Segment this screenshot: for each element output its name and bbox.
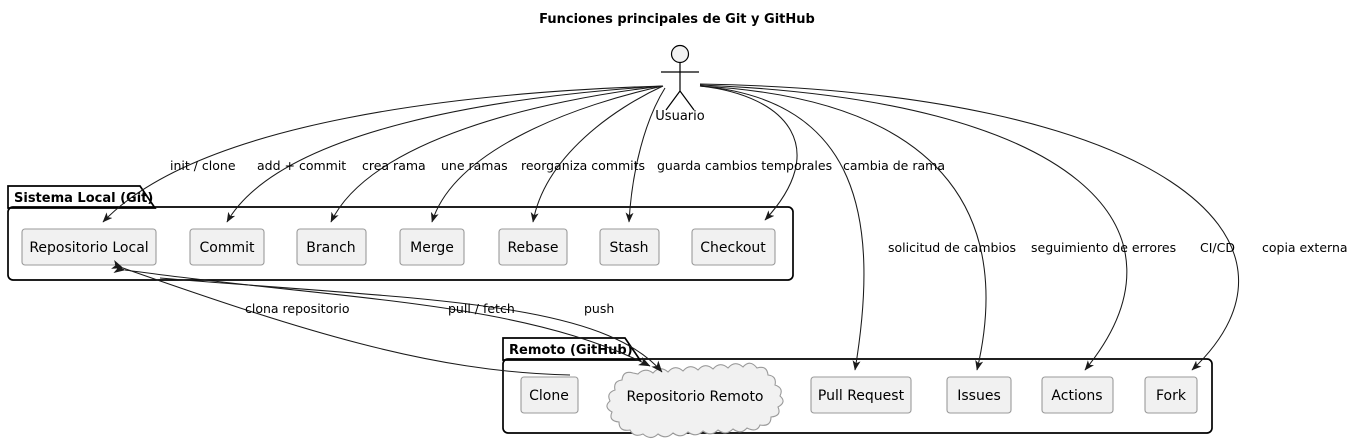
edge-usuario-rebase: [530, 85, 664, 223]
edge-usuario-commit: [226, 85, 664, 223]
edge-usuario-branch: [330, 85, 664, 223]
node-label: Rebase: [507, 240, 558, 256]
edge-label-init-clone: init / clone: [170, 158, 236, 173]
edge-usuario-checkout: [699, 85, 798, 221]
node-label: Clone: [529, 388, 569, 404]
edge-label-guarda-cambios: guarda cambios temporales: [657, 158, 832, 173]
package-local-title: Sistema Local (Git): [14, 191, 153, 206]
edge-push: [159, 277, 663, 373]
node-label: Issues: [957, 388, 1001, 404]
node-checkout[interactable]: Checkout: [691, 228, 776, 266]
node-rebase[interactable]: Rebase: [498, 228, 568, 266]
node-actions[interactable]: Actions: [1041, 376, 1114, 414]
node-issues[interactable]: Issues: [946, 376, 1012, 414]
node-label: Branch: [306, 240, 355, 256]
edge-usuario-fork: [699, 83, 1240, 371]
edge-label-seguimiento-de-errores: seguimiento de errores: [1031, 240, 1176, 255]
edge-pull-fetch: [113, 263, 651, 367]
edge-label-reorganiza-commits: reorganiza commits: [521, 158, 645, 173]
edge-usuario-stash: [625, 87, 666, 223]
edge-label-crea-rama: crea rama: [362, 158, 426, 173]
node-repositorio-remoto[interactable]: Repositorio Remoto: [606, 362, 784, 439]
node-label: Stash: [609, 240, 648, 256]
stick-figure-actor-icon: [661, 44, 699, 111]
node-label: Pull Request: [818, 388, 905, 404]
node-branch[interactable]: Branch: [296, 228, 367, 266]
package-local: Sistema Local (Git): [7, 185, 794, 281]
diagram-title: Funciones principales de Git y GitHub: [539, 12, 815, 27]
edge-usuario-actions: [699, 84, 1128, 371]
node-label: Merge: [410, 240, 454, 256]
edge-label-solicitud-de-cambios: solicitud de cambios: [888, 240, 1016, 255]
node-label: Repositorio Remoto: [626, 389, 763, 405]
node-fork[interactable]: Fork: [1144, 376, 1198, 414]
node-label: Fork: [1156, 388, 1187, 404]
edge-usuario-issues: [699, 85, 987, 371]
edge-label-une-ramas: une ramas: [441, 158, 508, 173]
edge-usuario-pull-request: [699, 85, 865, 371]
node-repositorio-local[interactable]: Repositorio Local: [21, 228, 157, 266]
node-pull-request[interactable]: Pull Request: [810, 376, 912, 414]
actor-label: Usuario: [655, 109, 704, 124]
edge-label-pull-fetch: pull / fetch: [448, 301, 515, 316]
node-clone[interactable]: Clone: [520, 376, 579, 414]
edge-label-cicd: CI/CD: [1200, 240, 1235, 255]
node-stash[interactable]: Stash: [599, 228, 660, 266]
node-merge[interactable]: Merge: [399, 228, 465, 266]
node-label: Checkout: [700, 240, 766, 256]
edge-usuario-repositorio-local: [102, 85, 664, 223]
edge-label-add-commit: add + commit: [257, 158, 346, 173]
node-label: Commit: [200, 240, 256, 256]
node-commit[interactable]: Commit: [189, 228, 265, 266]
edge-label-copia-externa: copia externa: [1262, 240, 1348, 255]
node-label: Repositorio Local: [29, 240, 148, 256]
edge-label-push: push: [584, 301, 614, 316]
edge-label-cambia-de-rama: cambia de rama: [843, 158, 945, 173]
edge-label-clona-repositorio: clona repositorio: [245, 301, 349, 316]
edge-usuario-merge: [430, 85, 664, 223]
node-label: Actions: [1051, 388, 1102, 404]
